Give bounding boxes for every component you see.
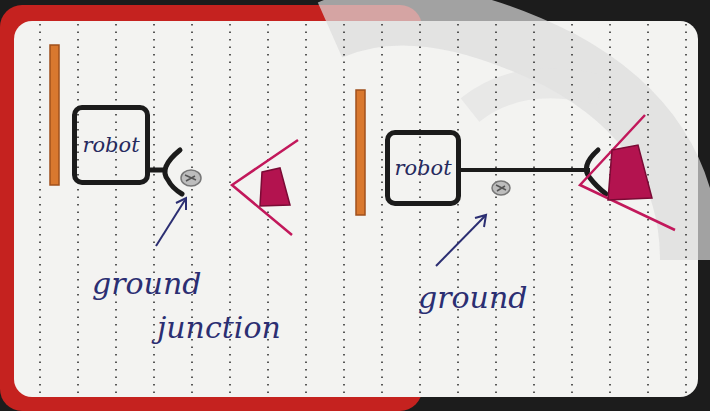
ball-scribble [496,185,506,191]
dotted-rule [685,24,687,395]
dotted-rule [343,24,345,395]
robot-box: robot [385,130,461,206]
ball-scribble [185,175,196,181]
dotted-rule [571,24,573,395]
dotted-rule [419,24,421,395]
dotted-rule [153,24,155,395]
target-cup [260,168,290,206]
paper-shadow [330,15,690,260]
red-chevron [232,140,298,235]
ground-ball [181,170,201,186]
dotted-rule [647,24,649,395]
node-label: robot [394,156,451,180]
dotted-rule [305,24,307,395]
node-label: robot [82,133,139,157]
dotted-rule [495,24,497,395]
leader-line [436,216,485,266]
dotted-rule [609,24,611,395]
dotted-rule [457,24,459,395]
dotted-rule [115,24,117,395]
robot-box: robot [72,105,150,185]
dotted-rule [39,24,41,395]
gripper-hook [165,150,182,194]
ground-ball [492,181,510,195]
leader-arrowhead [176,198,186,210]
gripper-hook [586,150,606,194]
dotted-rule [533,24,535,395]
annotation-label: ground [418,276,578,320]
annotation-label: ground junction [92,262,297,350]
wall-bar [356,90,365,215]
dotted-rule [381,24,383,395]
wall-bar [50,45,59,185]
red-chevron [580,115,675,230]
target-cup [608,145,652,200]
leader-line [156,200,185,246]
dotted-rule [77,24,79,395]
paper-shadow [470,83,600,110]
paper-sheet [14,21,698,397]
leader-arrowhead [475,215,486,227]
dotted-rules [40,24,686,395]
extended-arm [460,168,590,172]
